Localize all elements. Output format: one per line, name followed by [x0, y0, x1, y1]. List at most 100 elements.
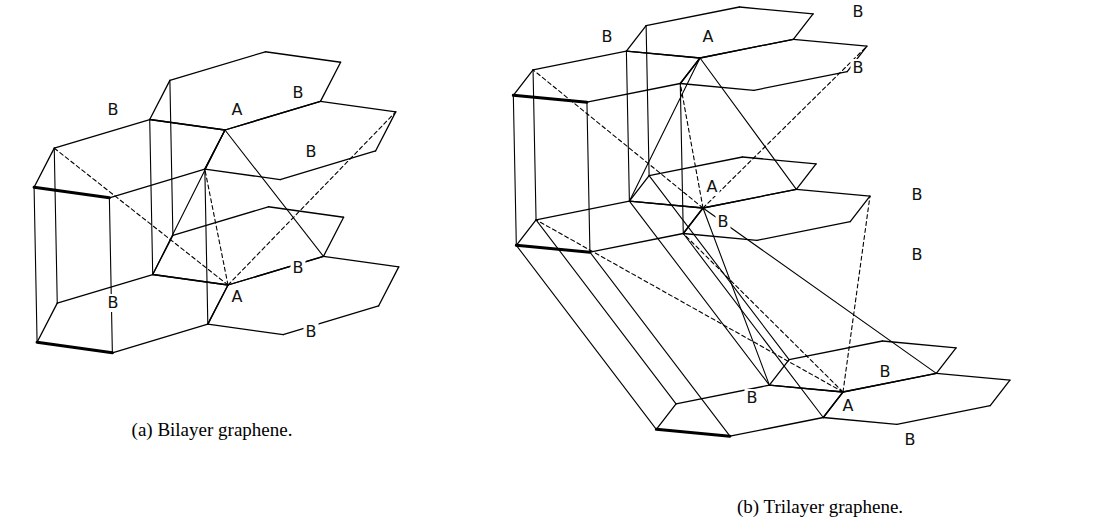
interlayer-bond: [683, 234, 843, 393]
interlayer-bond: [34, 187, 37, 342]
hexagon-edge: [739, 7, 813, 14]
hexagon-edge: [683, 208, 703, 234]
hexagon-edge: [626, 26, 646, 52]
interlayer-bond: [54, 148, 228, 285]
hexagon-edge: [150, 120, 225, 130]
atom-label: B: [851, 59, 866, 77]
hexagon-edge: [680, 58, 700, 84]
hexagon-edge: [646, 7, 739, 26]
interlayer-bond: [843, 196, 870, 392]
atom-label: A: [701, 28, 716, 46]
interlayer-bond: [153, 130, 225, 275]
interlayer-bond: [170, 80, 173, 235]
atom-label: A: [230, 288, 245, 306]
hexagon-edge: [769, 385, 843, 392]
hexagon-edge: [205, 169, 280, 179]
interlayer-bond: [533, 70, 536, 220]
hexagon-edge: [796, 164, 816, 190]
atom-label: B: [851, 3, 866, 21]
lattice-lines: [34, 7, 1010, 436]
hexagon-edge: [680, 84, 754, 91]
interlayer-bond: [703, 208, 769, 385]
atom-label: B: [910, 186, 925, 204]
hexagon-edge: [208, 324, 283, 334]
interlayer-bond: [703, 208, 936, 373]
hexagon-edge: [208, 285, 228, 324]
atom-label: B: [878, 363, 893, 381]
interlayer-bond: [205, 169, 228, 285]
hexagon-edge: [823, 418, 897, 425]
interlayer-bond: [513, 95, 516, 245]
atom-label: B: [106, 101, 121, 119]
hexagon-edge: [228, 256, 323, 285]
atom-label: B: [304, 323, 319, 341]
interlayer-bond: [700, 58, 796, 189]
interlayer-bond: [205, 169, 208, 324]
hexagon-edge: [268, 207, 343, 217]
interlayer-bond: [646, 26, 649, 176]
interlayer-bond: [626, 51, 629, 201]
hexagon-edge: [516, 245, 590, 252]
atom-label: A: [705, 178, 720, 196]
hexagon-edge: [587, 84, 680, 103]
hexagon-edge: [656, 429, 730, 436]
hexagon-edge: [769, 360, 789, 386]
hexagon-edge: [882, 341, 956, 348]
hexagon-edge: [754, 72, 847, 91]
figure-caption: (a) Bilayer graphene.: [129, 419, 296, 442]
hexagon-edge: [897, 406, 990, 425]
figure-caption: (b) Trilayer graphene.: [734, 496, 906, 519]
hexagon-edge: [265, 52, 340, 62]
hexagon-edge: [37, 303, 57, 342]
hexagon-edge: [150, 120, 225, 130]
hexagon-edge: [228, 256, 323, 285]
interlayer-bond: [536, 220, 676, 404]
hexagon-edge: [283, 306, 378, 335]
interlayer-bond: [629, 201, 769, 385]
hexagon-edge: [796, 189, 870, 196]
hexagon-edge: [225, 101, 320, 130]
hexagon-edge: [112, 324, 207, 353]
hexagon-edge: [656, 404, 676, 430]
hexagon-edge: [990, 380, 1010, 406]
hexagon-edge: [173, 207, 268, 236]
hexagon-edge: [590, 234, 683, 253]
atom-label: B: [291, 84, 306, 102]
hexagon-edge: [34, 187, 109, 197]
interlayer-bond: [680, 84, 703, 209]
hexagon-edge: [793, 14, 813, 40]
hexagon-edge: [109, 169, 204, 198]
interlayer-bond: [680, 84, 683, 234]
interlayer-bond: [629, 58, 700, 201]
atom-label: B: [291, 259, 306, 277]
hexagon-edge: [626, 51, 700, 58]
hexagon-edge: [629, 176, 649, 202]
hexagon-edge: [34, 148, 54, 187]
hexagon-edge: [379, 267, 399, 306]
interlayer-bond: [683, 234, 823, 418]
atom-label: B: [304, 143, 319, 161]
interlayer-bond: [536, 220, 843, 392]
atom-label: B: [106, 294, 121, 312]
hexagon-edge: [225, 101, 320, 130]
hexagon-edge: [629, 201, 703, 208]
hexagon-edge: [37, 342, 112, 352]
interlayer-bond: [649, 176, 789, 360]
interlayer-bond: [533, 70, 703, 208]
interlayer-bond: [109, 198, 112, 353]
hexagon-edge: [208, 285, 228, 324]
interlayer-bond: [703, 46, 867, 208]
hexagon-edge: [54, 120, 149, 149]
hexagon-edge: [769, 385, 843, 392]
hexagon-edge: [536, 201, 629, 220]
interlayer-bond: [587, 102, 590, 252]
hexagon-edge: [280, 151, 375, 180]
atom-label: B: [745, 389, 760, 407]
hexagon-edge: [936, 373, 1010, 380]
hexagon-edge: [793, 39, 867, 46]
hexagon-edge: [757, 222, 850, 241]
hexagon-edge: [936, 348, 956, 374]
hexagon-edge: [170, 52, 265, 81]
interlayer-bond: [228, 112, 396, 285]
